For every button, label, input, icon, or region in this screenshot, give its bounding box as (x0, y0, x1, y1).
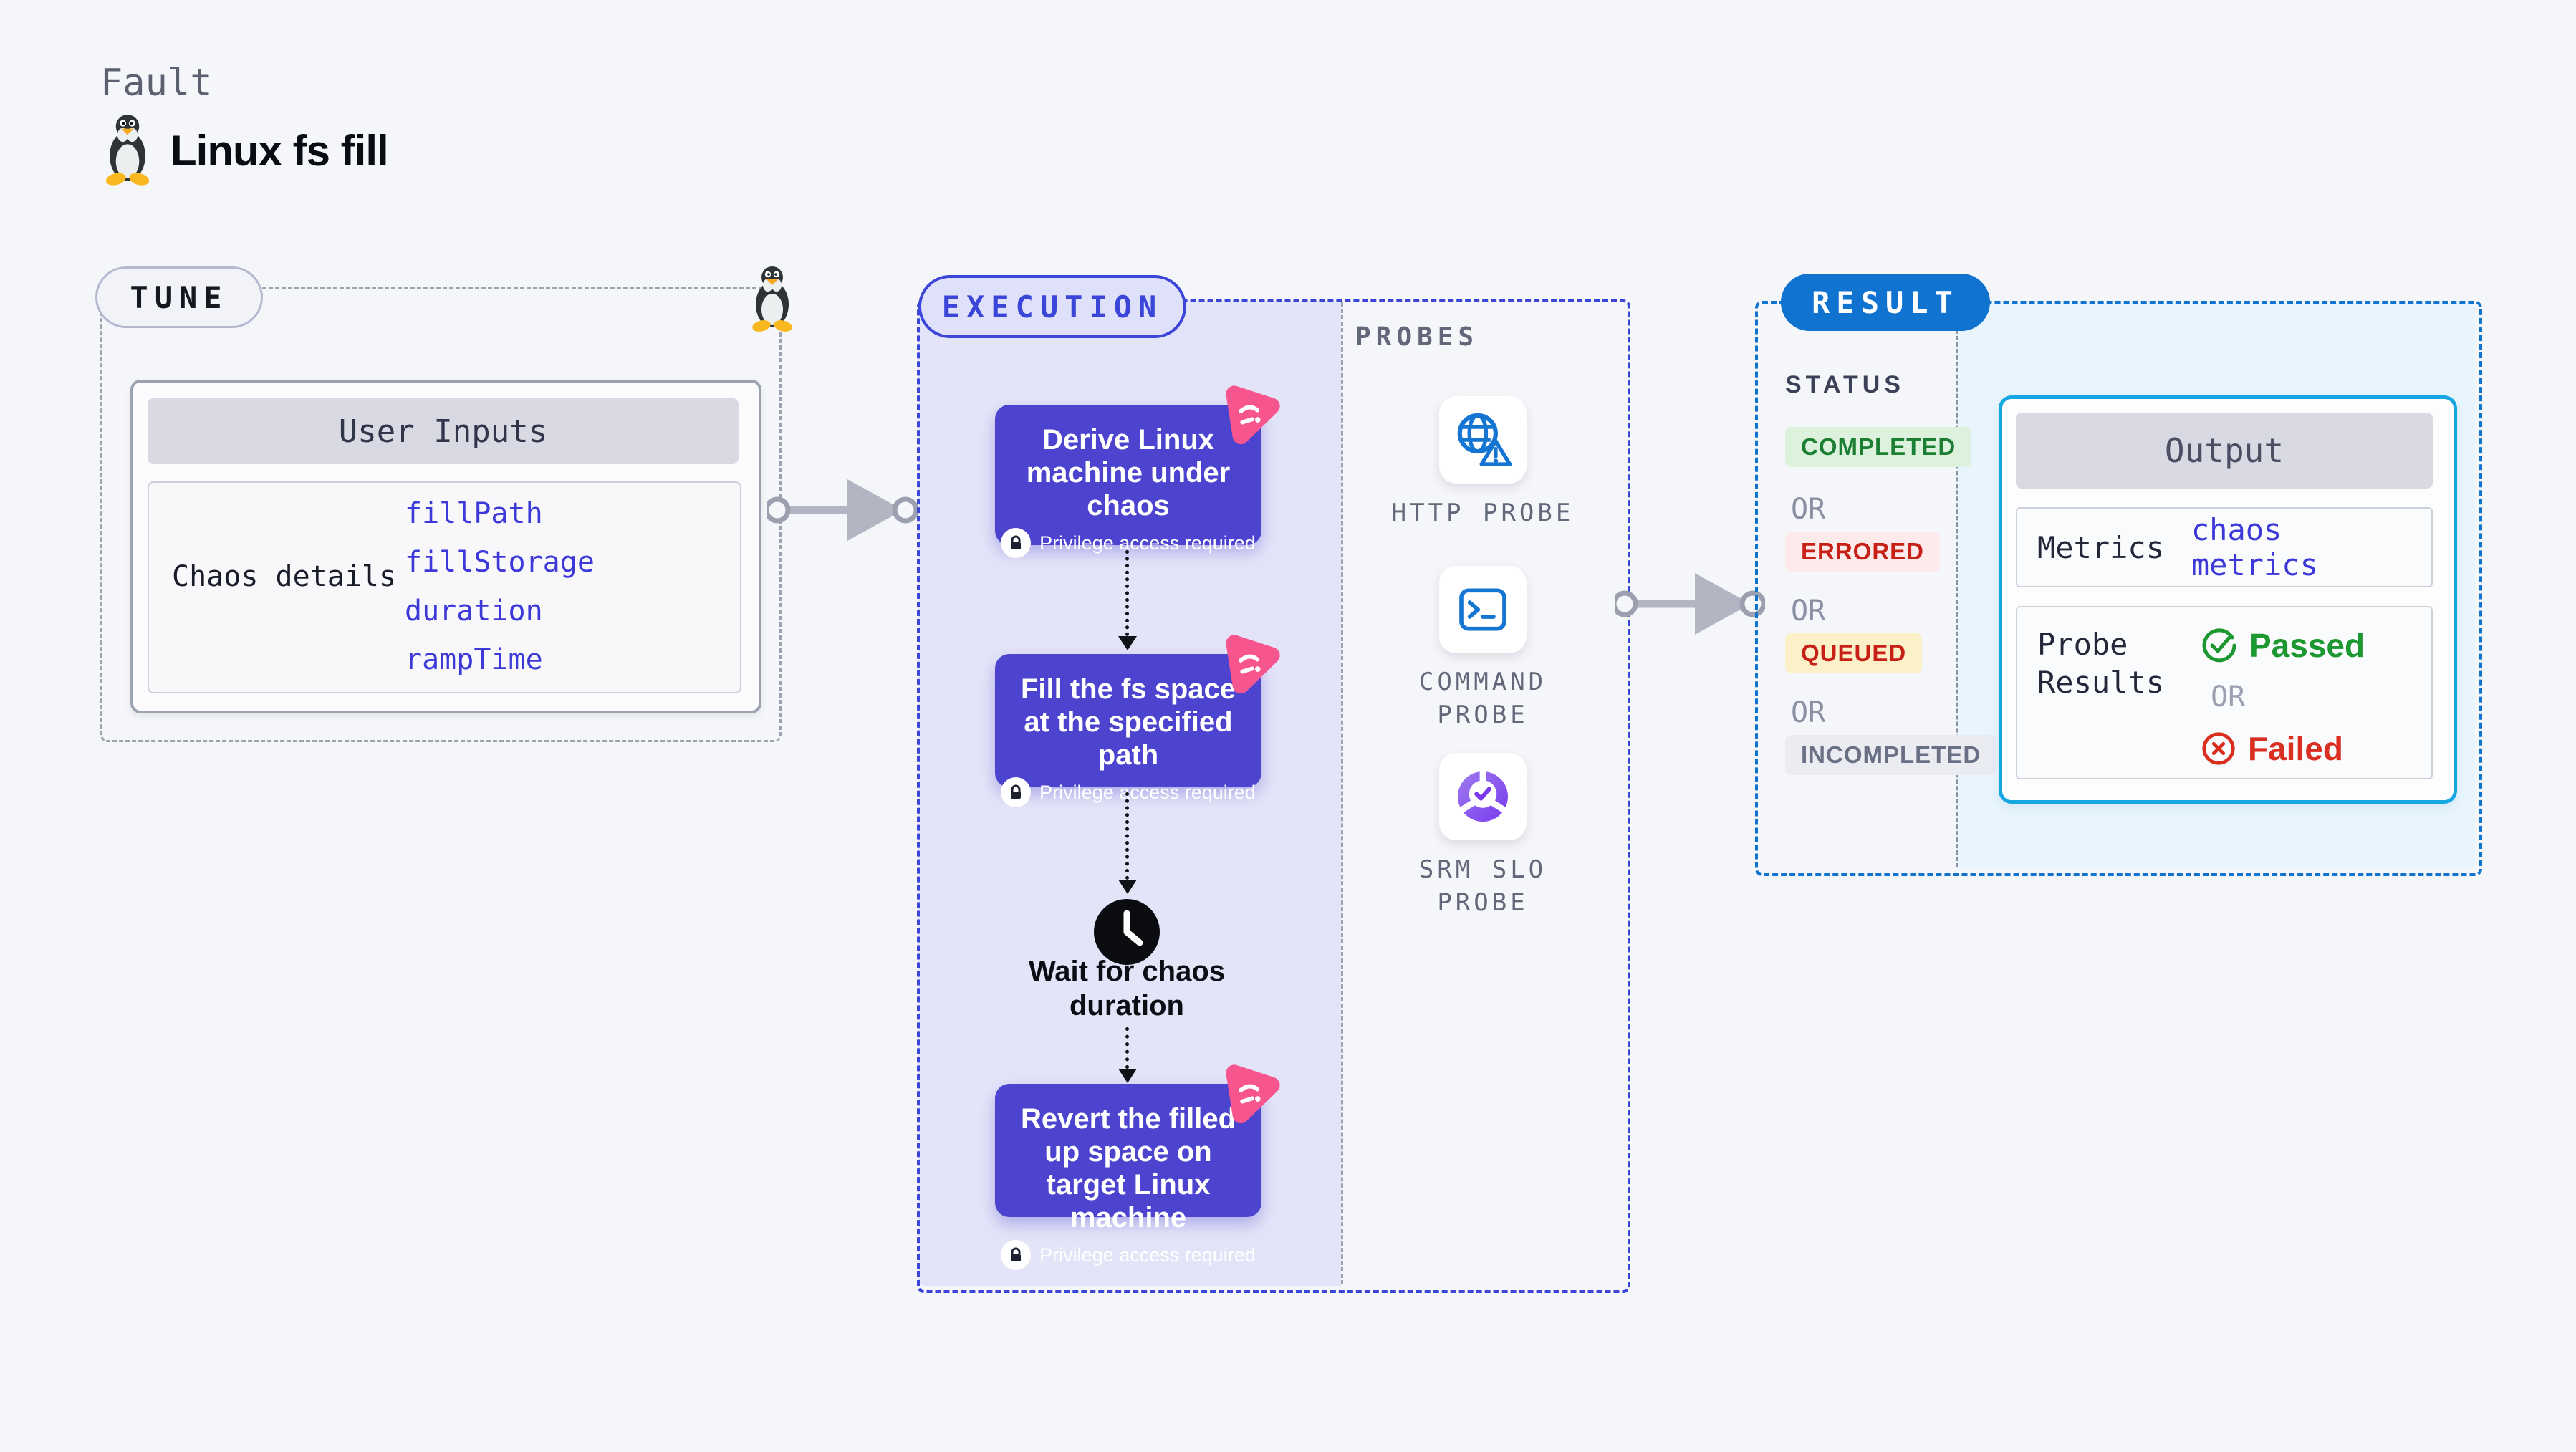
failed-label: Failed (2248, 730, 2343, 767)
step-card-fill: Fill the fs space at the specified path … (995, 654, 1261, 807)
connector-arrowhead (1118, 1069, 1137, 1083)
passed-label: Passed (2249, 627, 2365, 664)
srm-slo-probe-label: SRM SLO PROBE (1418, 855, 1547, 917)
step-title: Revert the filled up space on target Lin… (1020, 1103, 1236, 1234)
execution-badge: EXECUTION (918, 275, 1186, 338)
step-title: Derive Linux machine under chaos (1026, 424, 1231, 521)
status-badge-queued: QUEUED (1785, 633, 1923, 673)
tux-linux-icon-small (751, 266, 794, 334)
metrics-label: Metrics (2037, 529, 2165, 565)
probe-results-label: Probe Results (2037, 627, 2165, 700)
step-connector (1125, 550, 1129, 636)
chaos-pinwheel-icon (1212, 628, 1284, 700)
connector-arrowhead (1118, 880, 1137, 894)
user-inputs-body (148, 481, 741, 693)
execution-section-box (917, 299, 1630, 1293)
connector-arrowhead (1118, 636, 1137, 650)
globe-alert-icon (1457, 413, 1512, 466)
privilege-note: Privilege access required (1039, 532, 1256, 554)
failed-row: Failed (2201, 729, 2365, 768)
chaos-pinwheel-icon (1212, 1057, 1284, 1130)
tux-linux-icon (105, 115, 150, 188)
link-duration[interactable]: duration (405, 595, 543, 628)
link-fillstorage[interactable]: fillStorage (405, 546, 595, 579)
link-fillpath[interactable]: fillPath (405, 497, 543, 530)
x-circle-icon (2202, 732, 2235, 765)
step-connector (1125, 1027, 1129, 1069)
link-ramptime[interactable]: rampTime (405, 643, 543, 676)
tune-to-execution-arrow (767, 471, 918, 549)
status-badge-incompleted: INCOMPLETED (1785, 735, 1997, 775)
wait-for-chaos-label: Wait for chaos duration (1028, 956, 1226, 1021)
page-title: Linux fs fill (170, 127, 389, 175)
result-divider (1956, 304, 1958, 867)
passed-row: Passed (2201, 626, 2365, 665)
http-probe-label: HTTP PROBE (1391, 499, 1575, 527)
execution-to-result-arrow (1615, 564, 1765, 643)
lock-icon (1001, 528, 1032, 558)
output-header: Output (2016, 413, 2433, 489)
step-card-revert: Revert the filled up space on target Lin… (995, 1084, 1261, 1270)
lock-icon (1001, 777, 1032, 807)
step-title: Fill the fs space at the specified path (1020, 673, 1236, 771)
chaos-details-label: Chaos details (172, 560, 397, 593)
chaos-pinwheel-icon (1212, 378, 1284, 451)
step-connector (1125, 792, 1129, 880)
status-header: STATUS (1785, 371, 1905, 398)
clock-icon (1094, 899, 1160, 965)
command-probe-tile (1439, 566, 1527, 653)
privilege-note: Privilege access required (1039, 781, 1256, 803)
execution-probes-divider (1341, 302, 1343, 1284)
srm-slo-probe-tile (1439, 753, 1527, 840)
http-probe-tile (1439, 396, 1527, 484)
tune-badge: TUNE (95, 266, 263, 328)
command-probe-label: COMMAND PROBE (1418, 668, 1547, 729)
or-separator: OR (2211, 681, 2246, 713)
terminal-icon (1459, 588, 1506, 631)
or-separator: OR (1791, 493, 1826, 526)
or-separator: OR (1791, 696, 1826, 729)
fault-kicker: Fault (100, 62, 213, 105)
chaos-metrics-link[interactable]: chaos metrics (2191, 512, 2318, 582)
result-section-box (1755, 301, 2482, 876)
slo-donut-icon (1457, 769, 1509, 822)
result-badge: RESULT (1781, 274, 1990, 331)
or-separator: OR (1791, 595, 1826, 628)
step-card-derive: Derive Linux machine under chaos Privile… (995, 405, 1261, 558)
status-badge-errored: ERRORED (1785, 532, 1941, 572)
status-badge-completed: COMPLETED (1785, 427, 1972, 467)
check-circle-icon (2202, 628, 2236, 663)
user-inputs-header: User Inputs (148, 398, 739, 464)
privilege-note: Privilege access required (1039, 1244, 1256, 1266)
probes-header: PROBES (1355, 322, 1479, 352)
probe-results-row: Probe Results Passed OR Failed (2016, 606, 2433, 779)
metrics-row: Metrics chaos metrics (2016, 507, 2433, 587)
lock-icon (1001, 1240, 1032, 1270)
